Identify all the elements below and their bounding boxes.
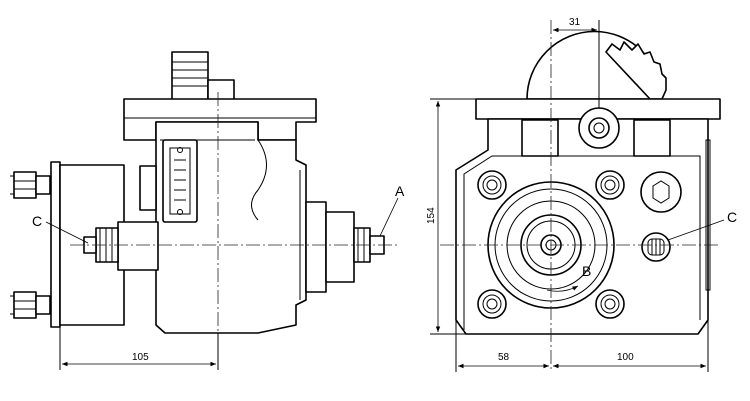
label-c-left: C bbox=[32, 213, 42, 229]
bolt-hole-tr bbox=[595, 170, 625, 200]
dim-105: 105 bbox=[132, 352, 149, 363]
hex-plug bbox=[640, 171, 682, 213]
bolt-hole-tl bbox=[477, 170, 507, 200]
output-boss bbox=[325, 211, 355, 283]
dim-154: 154 bbox=[426, 207, 437, 224]
nameplate bbox=[162, 139, 198, 223]
bolt-top bbox=[10, 171, 51, 199]
label-a: A bbox=[395, 183, 405, 199]
mounting-flange bbox=[50, 161, 61, 328]
upper-recess-left bbox=[521, 119, 559, 157]
dim-58: 58 bbox=[498, 352, 510, 363]
front-view bbox=[430, 20, 725, 372]
dim-31: 31 bbox=[569, 17, 581, 28]
top-cap-side bbox=[207, 79, 235, 101]
side-view bbox=[10, 51, 399, 370]
top-cap bbox=[171, 51, 209, 103]
gear bbox=[526, 30, 667, 100]
bolt-bottom bbox=[10, 291, 51, 319]
upper-recess-right bbox=[633, 119, 671, 157]
side-boss bbox=[139, 165, 157, 211]
label-b: B bbox=[582, 263, 591, 279]
bolt-hole-br bbox=[595, 289, 625, 319]
label-c-right: C bbox=[727, 209, 737, 225]
bolt-hole-bl bbox=[477, 289, 507, 319]
output-flange bbox=[305, 201, 327, 293]
dim-100: 100 bbox=[617, 352, 634, 363]
rotation-arrow-b bbox=[546, 285, 579, 292]
input-boss bbox=[117, 221, 159, 271]
